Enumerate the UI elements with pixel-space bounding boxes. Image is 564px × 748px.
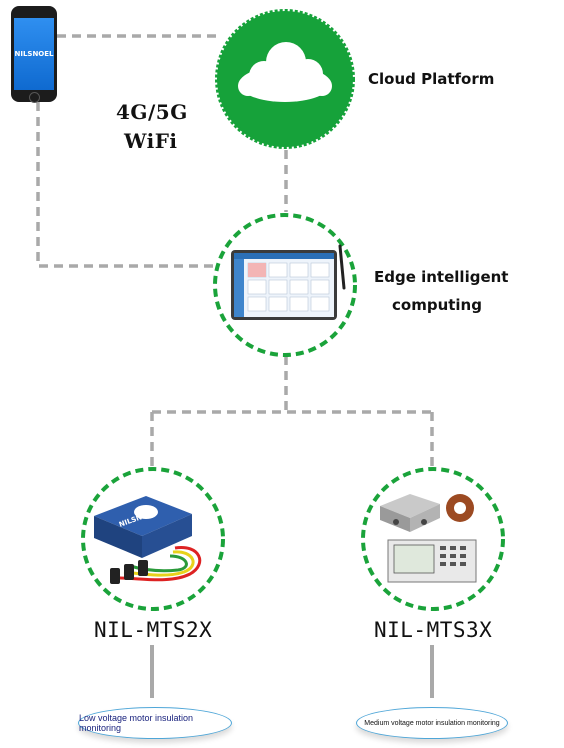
application-text-low-voltage: Low voltage motor insulation monitoring	[79, 713, 194, 733]
application-text-medium-voltage: Medium voltage motor insulation monitori…	[364, 719, 500, 727]
mts2x-device-icon: NILSNOEL	[94, 496, 202, 584]
device-name-mts3x: NIL-MTS3X	[374, 618, 493, 642]
phone-screen: NILSNOEL	[14, 18, 54, 90]
edge-label-line1: Edge intelligent	[374, 268, 509, 286]
device-mts2x-node: NILSNOEL	[81, 467, 225, 611]
application-label-medium-voltage: Medium voltage motor insulation monitori…	[356, 707, 508, 739]
mts3x-device-icon	[380, 494, 477, 583]
phone-home-button	[29, 92, 40, 103]
phone-brand-label: NILSNOEL	[14, 50, 54, 58]
edge-computing-node	[213, 213, 357, 357]
cloud-platform-label: Cloud Platform	[368, 70, 495, 88]
cloud-platform-node	[215, 9, 355, 149]
tablet-icon	[231, 244, 346, 320]
edge-label-line2: computing	[392, 296, 482, 314]
smartphone: NILSNOEL	[11, 6, 57, 103]
application-label-low-voltage: Low voltage motor insulation monitoring	[78, 707, 232, 739]
network-label-4g5g: 4G/5G	[116, 100, 188, 124]
device-mts3x-node	[361, 467, 505, 611]
network-label-wifi: WiFi	[124, 129, 178, 153]
device-name-mts2x: NIL-MTS2X	[94, 618, 213, 642]
cloud-icon	[238, 42, 332, 102]
